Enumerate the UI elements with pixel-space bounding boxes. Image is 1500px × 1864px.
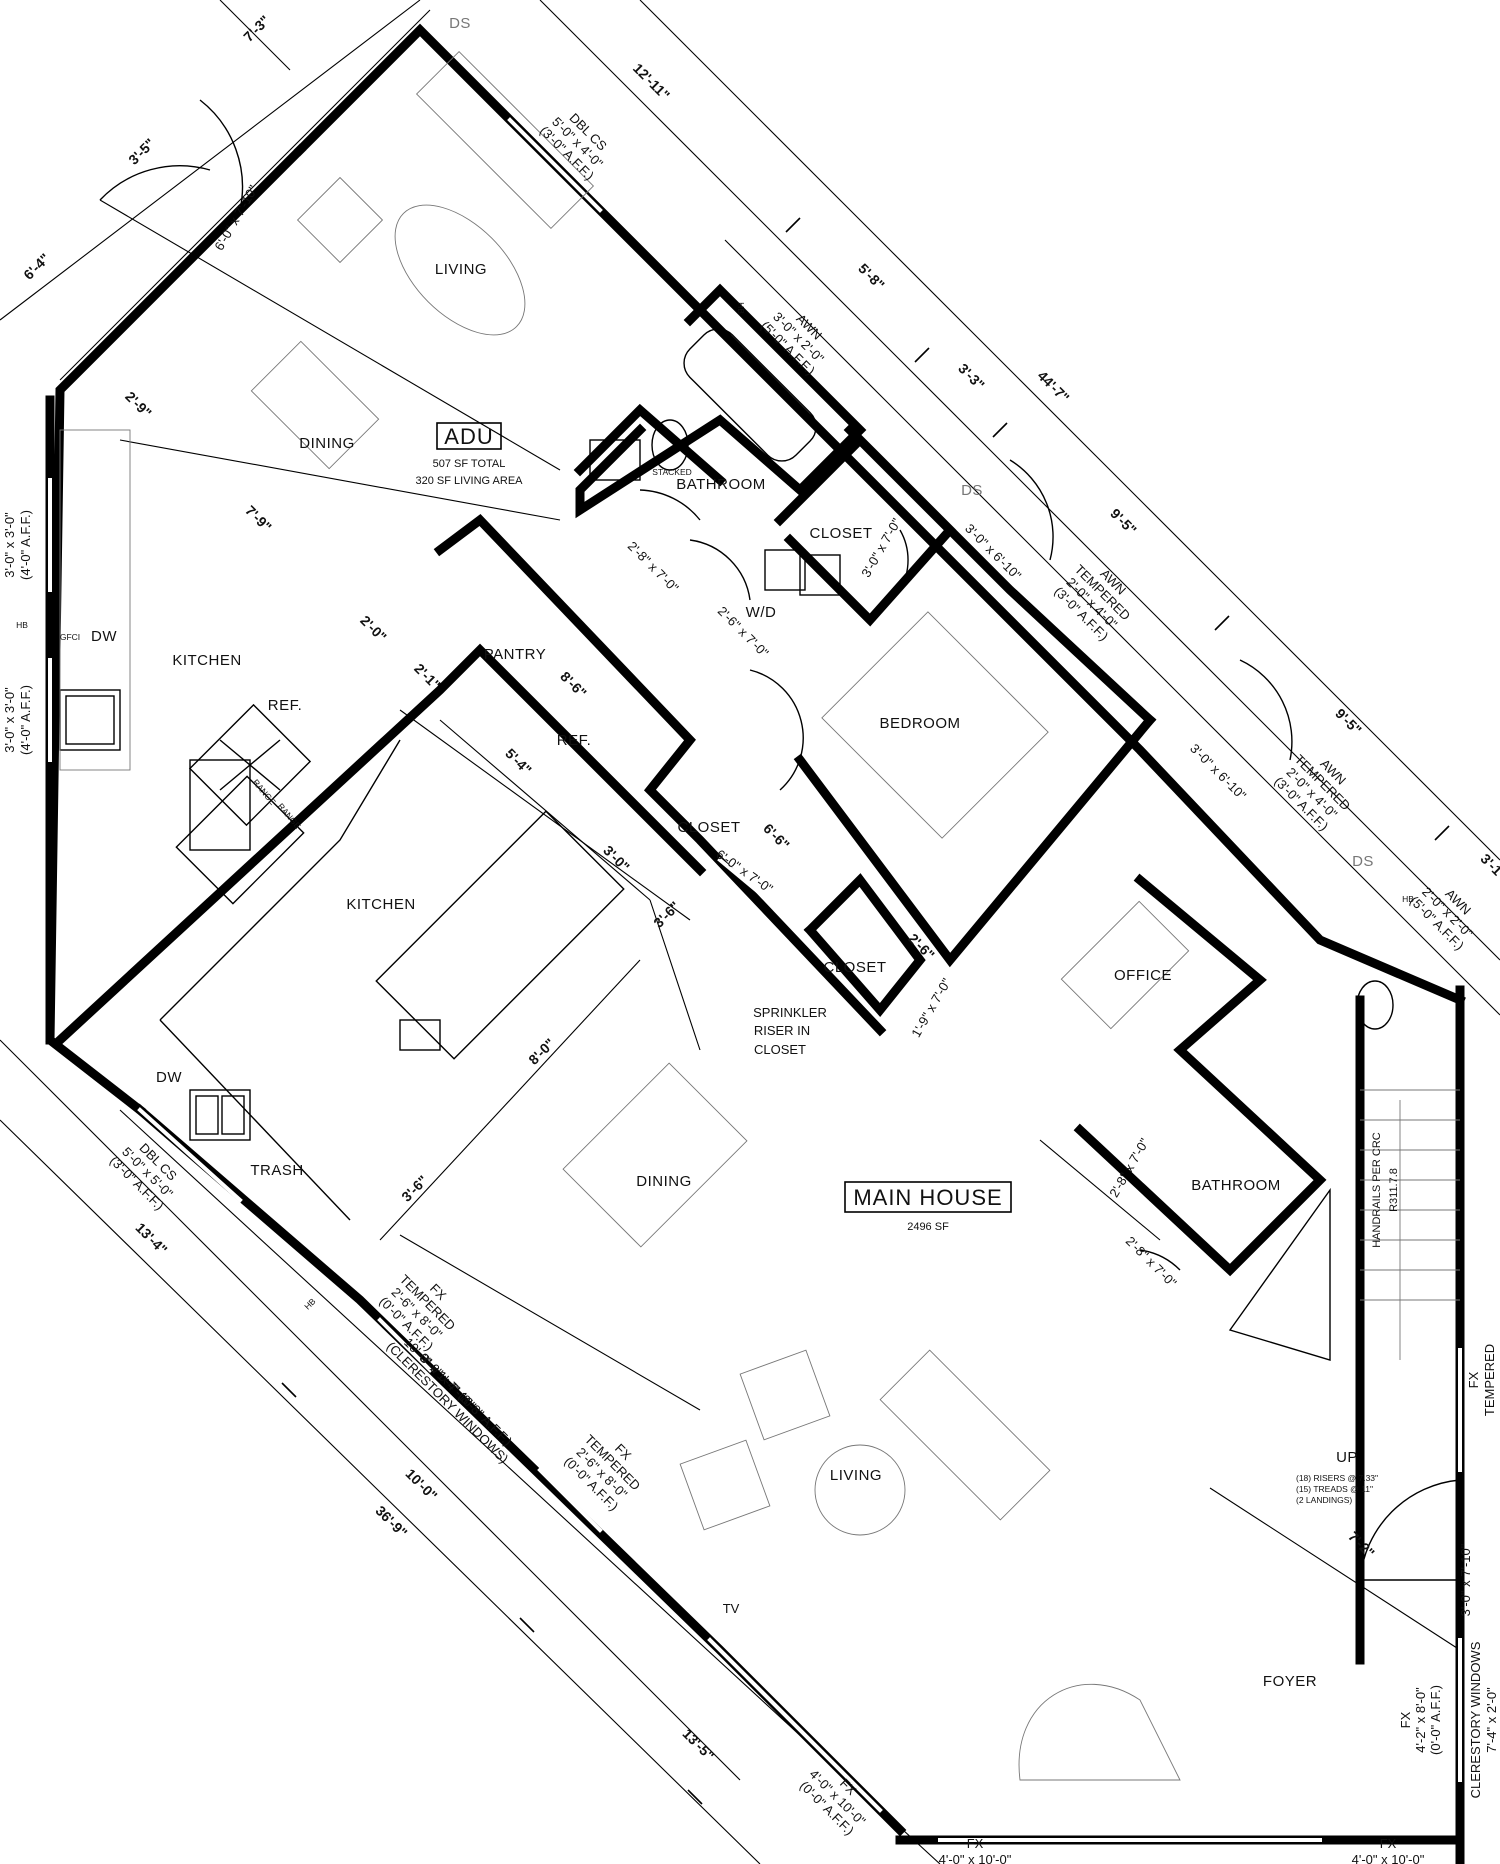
label-up: UP [1336,1449,1358,1466]
label-hb-3: HB [302,1296,318,1312]
room-adu-dining: DINING [299,435,355,452]
label-handrails-1: HANDRAILS PER CRC [1371,1132,1383,1248]
dim-9-5b: 9'-5" [1332,705,1365,738]
door-swings [99,99,1461,1581]
callout-clerestory-2-line1: CLERESTORY WINDOWS [1468,1641,1483,1798]
label-landings: (2 LANDINGS) [1296,1495,1352,1505]
callout-win-left-2-line1: 3'-0" x 3'-0" [2,687,17,753]
label-ref-1: REF. [268,697,303,714]
label-hb-1: HB [16,620,28,630]
main-house-title-block: MAIN HOUSE 2496 SF [844,1181,1012,1233]
callout-fx-6-line1: FX [967,1836,984,1851]
callout-fx-6-line2: 4'-0" x 10'-0" [939,1852,1012,1864]
label-ds-1: DS [449,15,471,32]
callout-win-left-1-line2: (4'-0" A.F.F.) [18,510,33,580]
label-hb-4: HB [1402,894,1414,904]
room-pantry: PANTRY [484,646,546,663]
dim-3-1: 3'-1 [1478,850,1500,878]
room-bathroom: BATHROOM [1191,1177,1281,1194]
callout-fx-7-line1: FX [1380,1836,1397,1851]
room-dining: DINING [636,1173,692,1190]
room-office: OFFICE [1114,967,1172,984]
door-d2: 2'-8" x 7'-0" [625,538,682,595]
adu-living-area: 320 SF LIVING AREA [416,475,524,487]
dim-36-9: 36'-9" [372,1502,410,1540]
main-house-area: 2496 SF [907,1221,949,1233]
label-ds-3: DS [1352,853,1374,870]
dim-10-0: 10'-0" [402,1465,440,1503]
furniture [59,50,1460,1781]
label-trash: TRASH [250,1162,303,1179]
main-house-title: MAIN HOUSE [853,1185,1002,1210]
callout-clerestory-2-line2: 7'-4" x 2'-0" [1484,1687,1499,1753]
callout-fx-5-line3: (0'-0" A.F.F.) [1428,1685,1443,1755]
dim-6-4: 6'-4" [20,250,53,283]
label-range-1: RANGE [251,777,278,807]
dim-5-8: 5'-8" [855,260,888,293]
dim-8-0: 8'-0" [525,1035,558,1068]
dim-7-9: 7'-9" [242,502,275,535]
adu-total: 507 SF TOTAL [433,458,506,470]
dim-8-6: 8'-6" [557,668,590,701]
label-hb-2: HB [736,302,746,314]
door-d11: 3'-0" x 7'-10" [1458,1543,1473,1616]
dim-3-3: 3'-3" [955,360,988,393]
label-risers: (18) RISERS @ 7.33" [1296,1473,1378,1483]
dim-6-6: 6'-6" [760,820,793,853]
label-sprinkler-2: RISER IN [754,1023,810,1038]
callout-fx-4-line2: TEMPERED [1482,1344,1497,1416]
label-ref-2: REF. [557,732,592,749]
label-sprinkler-1: SPRINKLER [753,1005,827,1020]
label-handrails-2: R311.7.8 [1388,1168,1400,1212]
label-stacked: STACKED [652,467,692,477]
dim-13-4: 13'-4" [132,1219,170,1257]
callout-win-left-2-line2: (4'-0" A.F.F.) [18,685,33,755]
label-dw-1: DW [91,628,117,645]
windows [48,117,1462,1842]
room-adu-bathroom: BATHROOM [676,476,766,493]
callout-clerestory-1-line2: (CLERESTORY WINDOWS) [384,1339,512,1467]
label-gfci: GFCI [60,632,80,642]
room-labels: LIVING DINING KITCHEN BATHROOM CLOSET W/… [172,261,1317,1690]
room-adu-kitchen: KITCHEN [172,652,241,669]
dim-2-0: 2'-0" [357,612,390,645]
callout-fx-7-line2: 4'-0" x 10'-0" [1352,1852,1425,1864]
room-foyer: FOYER [1263,1673,1317,1690]
callout-win-left-1-line1: 3'-0" x 3'-0" [2,512,17,578]
stair-treads [1360,1089,1460,1360]
label-dw-2: DW [156,1069,182,1086]
dim-3-5: 3'-5" [125,135,158,168]
label-treads: (15) TREADS @ 11" [1296,1484,1373,1494]
dim-3-6a: 3'-6" [650,898,683,931]
room-adu-closet: CLOSET [809,525,872,542]
dim-3-6b: 3'-6" [398,1172,431,1205]
label-tv: TV [723,1601,740,1616]
dim-2-9: 2'-9" [122,388,155,421]
room-adu-living: LIVING [435,261,487,278]
walls [45,23,1466,1864]
dim-5-4: 5'-4" [502,745,535,778]
room-closet-1: CLOSET [677,819,740,836]
callout-fx-5-line2: 4'-2" x 8'-0" [1413,1687,1428,1753]
fixture-labels: DW DW REF. REF. TRASH STACKED DS DS DS H… [16,15,1414,1616]
door-d1: 6'-0" x 7'-10" [211,182,261,253]
door-d6: 3'-0" x 6'-10" [1187,741,1249,803]
room-adu-wd: W/D [746,604,777,621]
label-ds-2: DS [961,482,983,499]
dim-13-5: 13'-5" [679,1725,717,1763]
callout-fx-4-line1: FX [1466,1371,1481,1388]
room-closet-2: CLOSET [823,959,886,976]
adu-title: ADU [444,424,493,449]
dim-9-5a: 9'-5" [1107,505,1140,538]
dim-7-3: 7'-3" [240,12,273,45]
callout-fx-5-line1: FX [1398,1711,1413,1728]
adu-title-block: ADU 507 SF TOTAL 320 SF LIVING AREA [416,422,524,487]
room-bedroom: BEDROOM [879,715,960,732]
room-kitchen: KITCHEN [346,896,415,913]
room-living: LIVING [830,1467,882,1484]
door-d8: 1'-9" x 7'-0" [908,975,954,1040]
label-sprinkler-3: CLOSET [754,1042,806,1057]
